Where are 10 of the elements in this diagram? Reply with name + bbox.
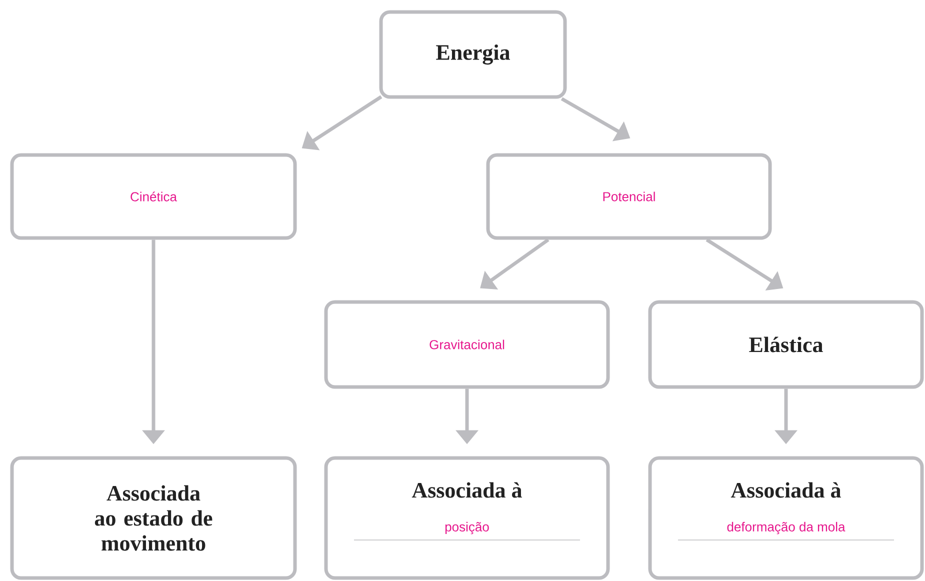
box-text: Associada à — [730, 482, 841, 498]
box-text: Elástica — [749, 336, 823, 352]
answer-text: deformação da mola — [727, 522, 846, 534]
box-text: Gravitacional — [430, 340, 504, 350]
box-text: Potencial — [603, 192, 655, 202]
box-text: Cinética — [130, 192, 177, 202]
answer-text: posição — [445, 522, 489, 534]
box-text: Energia — [436, 44, 510, 65]
box-text: Associada ao estado de movimento — [94, 485, 212, 551]
box-text: Associada à — [412, 482, 522, 498]
